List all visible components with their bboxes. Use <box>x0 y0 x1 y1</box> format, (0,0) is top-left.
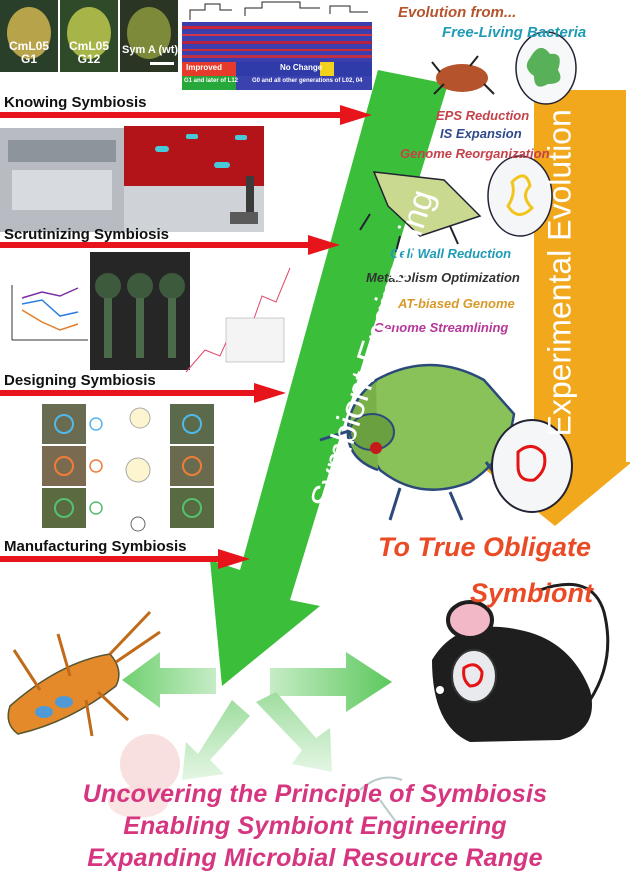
microfluidic-chamber-icon <box>95 273 121 299</box>
orange-arrow <box>476 90 630 526</box>
designing-symbiosis: Designing Symbiosis <box>4 372 156 389</box>
bug-photo-1-icon <box>7 7 51 59</box>
scrutinizing-symbiosis: Scrutinizing Symbiosis <box>4 226 170 243</box>
bug-photo-strip <box>0 0 178 72</box>
application-arrows <box>122 652 392 780</box>
mouse-icon <box>432 582 610 742</box>
orange-arrow-label: Experimental Evolution <box>541 109 578 437</box>
bug-photo-3-icon <box>127 7 171 59</box>
cell-wall-reduction: Cell Wall Reduction <box>390 246 512 261</box>
outcome-line-2: Symbiont <box>470 578 594 608</box>
human-baby-icon <box>108 734 180 818</box>
microfluidic-chamber-icon <box>159 273 185 299</box>
stink-bug-stage2-icon <box>359 171 482 253</box>
green-arrow <box>210 70 448 686</box>
free-living-bacteria: Free-Living Bacteria <box>442 24 587 41</box>
photo-label-3: Sym A (wt) <box>122 44 179 56</box>
genome-reorganization: Genome Reorganization <box>400 146 550 161</box>
symbiont-stage2-icon <box>487 155 553 237</box>
plant-icon <box>359 776 403 823</box>
heatmap-improved: Improved <box>186 63 223 72</box>
manufacture-panel <box>42 404 214 532</box>
manufacturing-symbiosis: Manufacturing Symbiosis <box>4 538 187 555</box>
bug-photo-2-icon <box>67 7 111 59</box>
lab-photo <box>0 126 264 232</box>
red-arrows <box>0 105 372 569</box>
metabolism-optimization: Metabolism Optimization <box>366 270 520 285</box>
heatmap <box>182 1 372 90</box>
knowing-symbiosis: Knowing Symbiosis <box>4 94 147 111</box>
eps-reduction: EPS Reduction <box>436 108 530 123</box>
obligate-symbiont-icon <box>491 419 573 513</box>
stink-bug-stage1-icon <box>431 55 495 95</box>
heatmap-footer-right: G0 and all other generations of L02, 04 <box>252 78 363 84</box>
cockroach-icon <box>7 610 161 737</box>
heatmap-no-change: No Change <box>280 63 323 72</box>
is-expansion: IS Expansion <box>440 126 522 141</box>
heatmap-footer-left: G1 and later of L12 <box>184 78 239 84</box>
outcome-line-1: To True Obligate <box>378 532 592 562</box>
free-living-bacterium-icon <box>515 31 577 105</box>
at-biased-genome: AT-biased Genome <box>398 296 515 311</box>
evolution-header: Evolution from... <box>398 4 517 21</box>
goal-2: Enabling Symbiont Engineering <box>123 812 507 840</box>
goal-3: Expanding Microbial Resource Range <box>87 844 543 872</box>
genome-streamlining: Genome Streamlining <box>374 320 509 335</box>
stink-bug-final-icon <box>319 363 516 521</box>
microfluidic-chamber-icon <box>127 273 153 299</box>
goal-1: Uncovering the Principle of Symbiosis <box>82 780 548 808</box>
design-panel <box>11 252 291 373</box>
